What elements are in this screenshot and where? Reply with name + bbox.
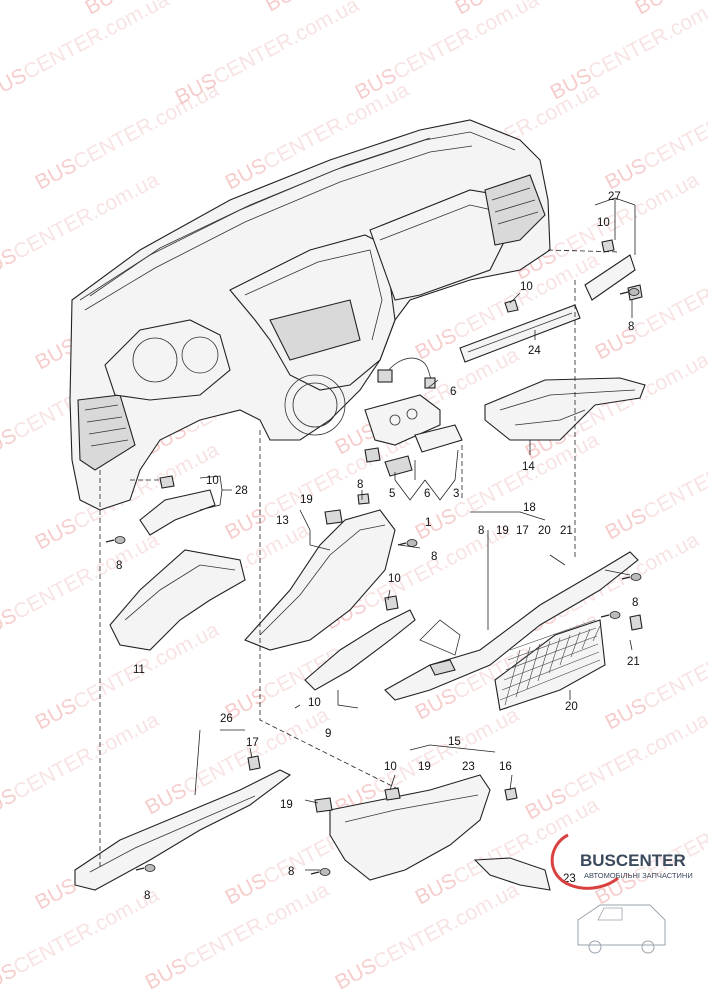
callout-8: 8 bbox=[288, 866, 294, 878]
trim-strip-24 bbox=[459, 304, 581, 363]
tray-14 bbox=[484, 377, 646, 441]
cover-9 bbox=[304, 595, 416, 691]
callout-19: 19 bbox=[300, 494, 313, 506]
callout-8: 8 bbox=[632, 597, 638, 609]
callout-23: 23 bbox=[462, 761, 475, 773]
callout-15: 15 bbox=[448, 736, 461, 748]
screw-icon bbox=[105, 536, 126, 544]
leader-lines bbox=[194, 197, 636, 871]
logo-swoosh-icon bbox=[550, 833, 619, 890]
net-strand bbox=[537, 640, 551, 682]
screw-group bbox=[105, 288, 642, 876]
callout-5: 5 bbox=[389, 488, 395, 500]
callout-20: 20 bbox=[538, 525, 551, 537]
callout-10: 10 bbox=[597, 217, 610, 229]
callout-10: 10 bbox=[388, 573, 401, 585]
callout-19: 19 bbox=[496, 525, 509, 537]
callout-6: 6 bbox=[450, 386, 456, 398]
net-strand bbox=[499, 659, 601, 701]
net-strand bbox=[559, 634, 571, 666]
net-strand bbox=[503, 643, 599, 681]
screw-icon bbox=[600, 611, 621, 619]
net-strand bbox=[501, 651, 600, 691]
switch-panel-1 bbox=[364, 394, 463, 477]
callout-13: 13 bbox=[276, 515, 289, 527]
callout-8: 8 bbox=[478, 525, 484, 537]
watermark-text: BUSCENTER.com.ua bbox=[592, 248, 708, 364]
bracket-13 bbox=[244, 493, 396, 651]
watermark-text: BUSCENTER.com.ua bbox=[0, 883, 163, 999]
callout-11: 11 bbox=[133, 664, 145, 676]
trim-strip-27 bbox=[584, 254, 636, 301]
net-strand bbox=[592, 625, 601, 642]
callout-6: 6 bbox=[424, 488, 430, 500]
callout-19: 19 bbox=[418, 761, 431, 773]
callout-10: 10 bbox=[206, 475, 219, 487]
logo-tagline: АВТОМОБІЛЬНІ ЗАПЧАСТИНИ bbox=[584, 871, 693, 880]
callout-21: 21 bbox=[627, 656, 640, 668]
clip-27 bbox=[601, 239, 615, 253]
screw-icon bbox=[310, 868, 331, 876]
panel-26 bbox=[74, 755, 292, 891]
watermark-text: BUSCENTER.com.ua bbox=[32, 78, 223, 194]
callout-1: 1 bbox=[425, 517, 431, 529]
callout-10: 10 bbox=[520, 281, 533, 293]
bracket-28 bbox=[139, 475, 216, 536]
callout-16: 16 bbox=[499, 761, 512, 773]
callout-28: 28 bbox=[235, 485, 248, 497]
trim-15 bbox=[314, 774, 518, 881]
callout-21: 21 bbox=[560, 525, 573, 537]
screw-icon bbox=[619, 288, 640, 296]
net-strand bbox=[505, 635, 598, 671]
callout-10: 10 bbox=[308, 697, 321, 709]
van-icon bbox=[577, 904, 666, 954]
callout-24: 24 bbox=[528, 345, 541, 357]
net-strand bbox=[548, 637, 561, 674]
clip-21 bbox=[629, 614, 643, 631]
reference-lines bbox=[99, 249, 621, 870]
callout-26: 26 bbox=[220, 713, 233, 725]
screw-icon bbox=[621, 573, 642, 581]
net-strand bbox=[507, 627, 597, 661]
callout-labels: 27 10 8 10 24 6 14 10 28 19 8 5 6 3 1 13… bbox=[116, 191, 640, 902]
buscenter-logo: BUSCENTER АВТОМОБІЛЬНІ ЗАПЧАСТИНИ bbox=[550, 833, 693, 954]
callout-8: 8 bbox=[116, 560, 122, 572]
logo-name: BUSCENTER bbox=[580, 851, 686, 870]
watermark-text: BUSCENTER.com.ua bbox=[602, 428, 708, 544]
dashboard-panel bbox=[69, 119, 551, 511]
callout-8: 8 bbox=[357, 479, 363, 491]
net-strand bbox=[509, 619, 596, 651]
callout-8: 8 bbox=[431, 551, 437, 563]
net-strand bbox=[581, 628, 591, 650]
net-20 bbox=[494, 619, 606, 711]
callout-8: 8 bbox=[144, 890, 150, 902]
net-strand bbox=[504, 649, 521, 706]
console-18 bbox=[384, 551, 639, 701]
callout-20: 20 bbox=[565, 701, 578, 713]
callout-17: 17 bbox=[516, 525, 529, 537]
net-strand bbox=[570, 631, 581, 658]
callout-18: 18 bbox=[523, 502, 536, 514]
net-strand bbox=[526, 643, 541, 690]
watermark-text: BUSCENTER.com.ua bbox=[512, 528, 703, 644]
callout-9: 9 bbox=[325, 728, 331, 740]
callout-8: 8 bbox=[628, 321, 634, 333]
watermark-text: BUSCENTER.com.ua bbox=[0, 0, 173, 104]
callout-17: 17 bbox=[246, 737, 259, 749]
callout-3: 3 bbox=[453, 488, 459, 500]
callout-27: 27 bbox=[608, 191, 621, 203]
callout-10: 10 bbox=[384, 761, 397, 773]
screw-icon bbox=[135, 864, 156, 872]
net-strand bbox=[515, 646, 531, 698]
trim-23 bbox=[473, 857, 551, 891]
callout-19: 19 bbox=[280, 799, 293, 811]
cover-11 bbox=[109, 549, 246, 651]
watermark-text: BUSCENTER.com.ua bbox=[0, 708, 163, 824]
callout-14: 14 bbox=[522, 461, 535, 473]
